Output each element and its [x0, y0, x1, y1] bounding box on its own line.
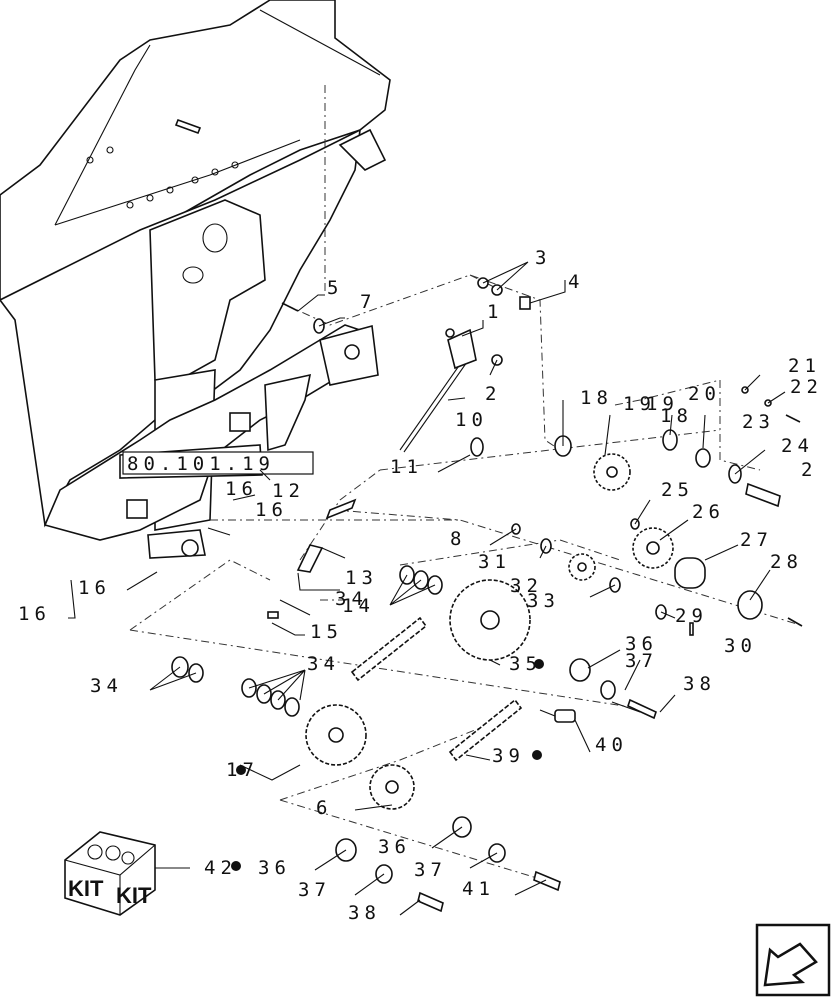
hardware-parts — [281, 277, 803, 636]
callout-37-left: 37 — [298, 879, 331, 901]
callout-31: 31 — [478, 551, 511, 573]
callout-15: 15 — [310, 621, 343, 643]
leader-lines — [68, 261, 786, 916]
callout-8-upper: 8 — [450, 528, 466, 550]
callout-36-lower: 36 — [378, 836, 411, 858]
roller-chains — [350, 616, 576, 762]
callout-38-right: 38 — [683, 673, 716, 695]
callout-2: 2 — [485, 383, 501, 405]
callout-27: 27 — [740, 529, 773, 551]
callout-40: 40 — [595, 734, 628, 756]
callout-33: 33 — [527, 590, 560, 612]
callout-24: 24 — [781, 435, 814, 457]
callout-32: 32 — [510, 575, 543, 597]
callout-20: 20 — [688, 383, 721, 405]
callout-1: 1 — [487, 301, 503, 323]
callout-22: 22 — [790, 376, 823, 398]
callout-bullets — [231, 659, 544, 871]
next-page-arrow-icon — [763, 942, 818, 987]
callout-16-left: 16 — [78, 577, 111, 599]
callout-13: 13 — [345, 567, 378, 589]
callout-17: 17 — [226, 759, 259, 781]
callout-18-left: 18 — [580, 387, 613, 409]
callout-16-mid: 16 — [255, 499, 288, 521]
assembly-guide-lines — [129, 85, 801, 886]
kit-label-right: KIT — [116, 883, 152, 908]
reference-code: 80.101.19 — [122, 451, 314, 475]
machine-frame-housing — [0, 0, 391, 559]
callout-41: 41 — [462, 878, 495, 900]
callout-39: 39 — [492, 745, 525, 767]
callout-19-left: 19 — [623, 393, 656, 415]
callout-42: 42 — [204, 857, 237, 879]
sprockets — [305, 453, 674, 810]
callout-36-kit: 36 — [258, 857, 291, 879]
callout-28: 28 — [770, 551, 803, 573]
callout-34-upper: 34 — [335, 588, 368, 610]
kit-box-icon: KIT KIT — [64, 831, 190, 916]
callout-14: 14 — [342, 595, 375, 617]
callout-26: 26 — [692, 501, 725, 523]
callout-16-far-left: 16 — [18, 603, 51, 625]
callout-34-left: 34 — [90, 675, 123, 697]
next-page-arrow-button[interactable] — [755, 923, 831, 997]
callout-35: 35 — [509, 653, 542, 675]
callout-numbers: 1 2 3 4 5 7 10 11 18 19 18 20 19 21 22 2… — [18, 247, 823, 924]
callout-37-lower: 37 — [414, 859, 447, 881]
callout-36-right: 36 — [625, 633, 658, 655]
callout-16-upper: 16 — [225, 478, 258, 500]
kit-label-left: KIT — [68, 876, 104, 901]
callout-6: 6 — [316, 797, 332, 819]
callout-11: 11 — [390, 456, 423, 478]
callout-4: 4 — [568, 271, 584, 293]
callout-23: 23 — [742, 411, 775, 433]
callout-5: 5 — [327, 277, 343, 299]
callout-29: 29 — [675, 605, 708, 627]
callout-2-right: 2 — [801, 459, 817, 481]
callout-37-right: 37 — [625, 650, 658, 672]
callout-7: 7 — [360, 291, 376, 313]
callout-3: 3 — [535, 247, 551, 269]
callout-30: 30 — [724, 635, 757, 657]
reference-code-text: 80.101.19 — [127, 453, 275, 475]
callout-38-lower: 38 — [348, 902, 381, 924]
callout-19-right: 19 — [646, 393, 679, 415]
callout-34-mid: 34 — [307, 653, 340, 675]
callout-21: 21 — [788, 355, 821, 377]
callout-18-right: 18 — [660, 405, 693, 427]
callout-25: 25 — [661, 479, 694, 501]
callout-12: 12 — [272, 480, 305, 502]
callout-10: 10 — [455, 409, 488, 431]
